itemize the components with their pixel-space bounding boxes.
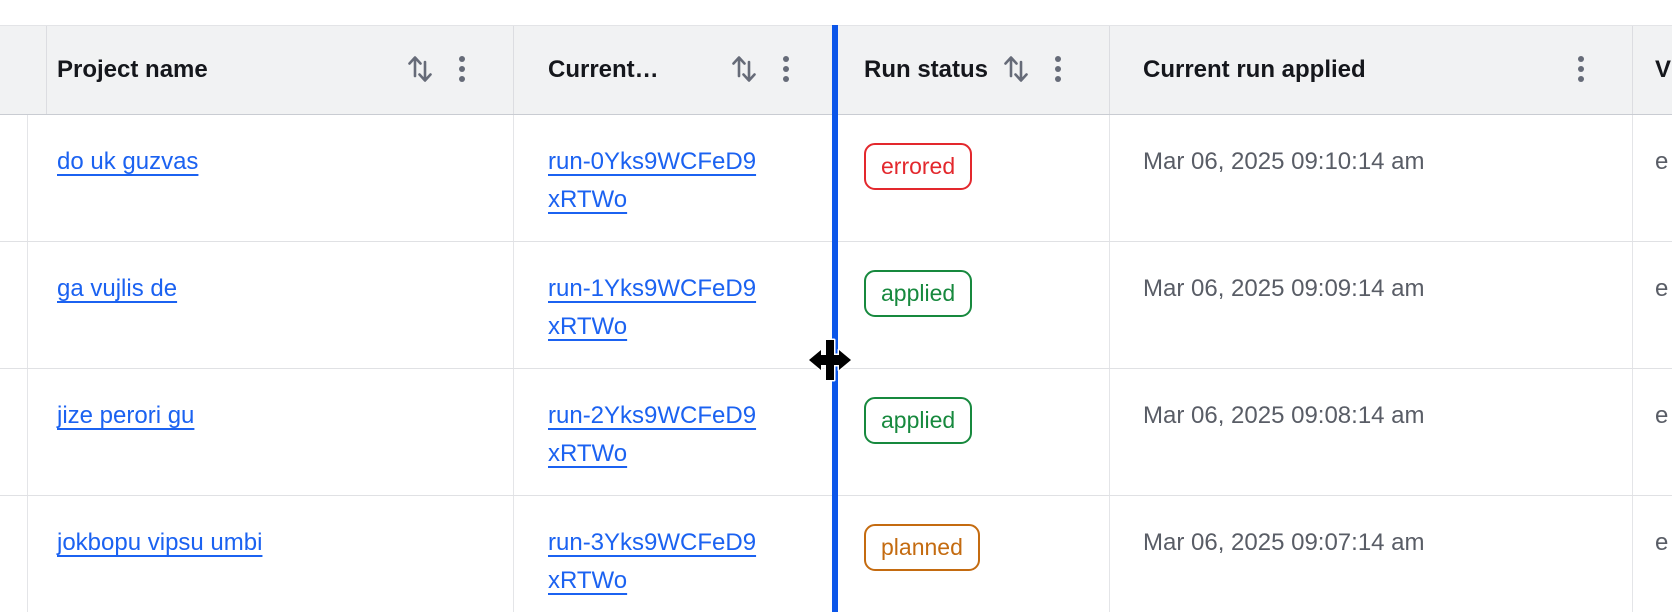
project-name-cell: ga vujlis de: [28, 242, 514, 368]
applied-timestamp: Mar 06, 2025 09:10:14 am: [1143, 148, 1425, 175]
sort-button[interactable]: [403, 52, 437, 89]
current-run-cell: run-3Yks9WCFeD9xRTWo: [514, 496, 838, 612]
project-link[interactable]: jokbopu vipsu umbi: [57, 529, 263, 556]
column-header-current-run[interactable]: Current run: [514, 26, 838, 114]
column-menu-button[interactable]: [1053, 54, 1063, 87]
run-link[interactable]: run-0Yks9WCFeD9xRTWo: [548, 148, 757, 213]
status-badge: planned: [864, 524, 980, 571]
column-header-current-run-applied[interactable]: Current run applied: [1110, 26, 1633, 114]
truncated-cell: e: [1655, 529, 1669, 556]
project-name-cell: jize perori gu: [28, 369, 514, 495]
run-status-cell: planned: [838, 496, 1110, 612]
project-link[interactable]: ga vujlis de: [57, 275, 178, 302]
column-menu-button[interactable]: [781, 54, 791, 87]
project-link[interactable]: do uk guzvas: [57, 148, 199, 175]
status-badge: applied: [864, 397, 973, 444]
column-menu-button[interactable]: [1576, 54, 1586, 87]
truncated-cell: e: [1655, 148, 1669, 175]
sort-button[interactable]: [999, 52, 1033, 89]
run-link[interactable]: run-2Yks9WCFeD9xRTWo: [548, 402, 757, 467]
leading-spacer-cell: [0, 496, 28, 612]
swap-vertical-icon: [403, 52, 437, 89]
leading-spacer-cell: [0, 115, 28, 241]
run-link[interactable]: run-1Yks9WCFeD9xRTWo: [548, 275, 757, 340]
run-status-cell: errored: [838, 115, 1110, 241]
column-header-label: Project name: [57, 56, 208, 83]
run-link[interactable]: run-3Yks9WCFeD9xRTWo: [548, 529, 757, 594]
swap-vertical-icon: [727, 52, 761, 89]
project-name-cell: jokbopu vipsu umbi: [28, 496, 514, 612]
applied-timestamp: Mar 06, 2025 09:07:14 am: [1143, 529, 1425, 556]
column-header-trailing: V: [1633, 26, 1672, 114]
kebab-menu-icon: [457, 54, 467, 87]
column-header-run-status[interactable]: Run status: [838, 26, 1110, 114]
current-run-cell: run-2Yks9WCFeD9xRTWo: [514, 369, 838, 495]
truncated-cell: e: [1655, 402, 1669, 429]
project-link[interactable]: jize perori gu: [57, 402, 195, 429]
column-header-label: V: [1655, 56, 1672, 83]
column-header-label: Run status: [864, 56, 989, 83]
kebab-menu-icon: [781, 54, 791, 87]
kebab-menu-icon: [1053, 54, 1063, 87]
column-header-label: Current run applied: [1143, 56, 1366, 83]
column-resize-indicator[interactable]: [832, 25, 838, 612]
current-run-cell: run-0Yks9WCFeD9xRTWo: [514, 115, 838, 241]
kebab-menu-icon: [1576, 54, 1586, 87]
applied-timestamp: Mar 06, 2025 09:09:14 am: [1143, 275, 1425, 302]
column-header-label: Current run: [548, 56, 660, 83]
current-run-cell: run-1Yks9WCFeD9xRTWo: [514, 242, 838, 368]
truncated-cell: e: [1655, 275, 1669, 302]
leading-spacer-cell: [0, 242, 28, 368]
swap-vertical-icon: [999, 52, 1033, 89]
column-menu-button[interactable]: [457, 54, 467, 87]
column-header-project-name[interactable]: Project name: [28, 26, 514, 114]
current-run-applied-cell: Mar 06, 2025 09:09:14 am: [1110, 242, 1633, 368]
column-header-leading-spacer: [0, 26, 47, 114]
project-name-cell: do uk guzvas: [28, 115, 514, 241]
status-badge: errored: [864, 143, 973, 190]
run-status-cell: applied: [838, 242, 1110, 368]
current-run-applied-cell: Mar 06, 2025 09:07:14 am: [1110, 496, 1633, 612]
applied-timestamp: Mar 06, 2025 09:08:14 am: [1143, 402, 1425, 429]
run-status-cell: applied: [838, 369, 1110, 495]
status-badge: applied: [864, 270, 973, 317]
sort-button[interactable]: [727, 52, 761, 89]
current-run-applied-cell: Mar 06, 2025 09:10:14 am: [1110, 115, 1633, 241]
leading-spacer-cell: [0, 369, 28, 495]
current-run-applied-cell: Mar 06, 2025 09:08:14 am: [1110, 369, 1633, 495]
